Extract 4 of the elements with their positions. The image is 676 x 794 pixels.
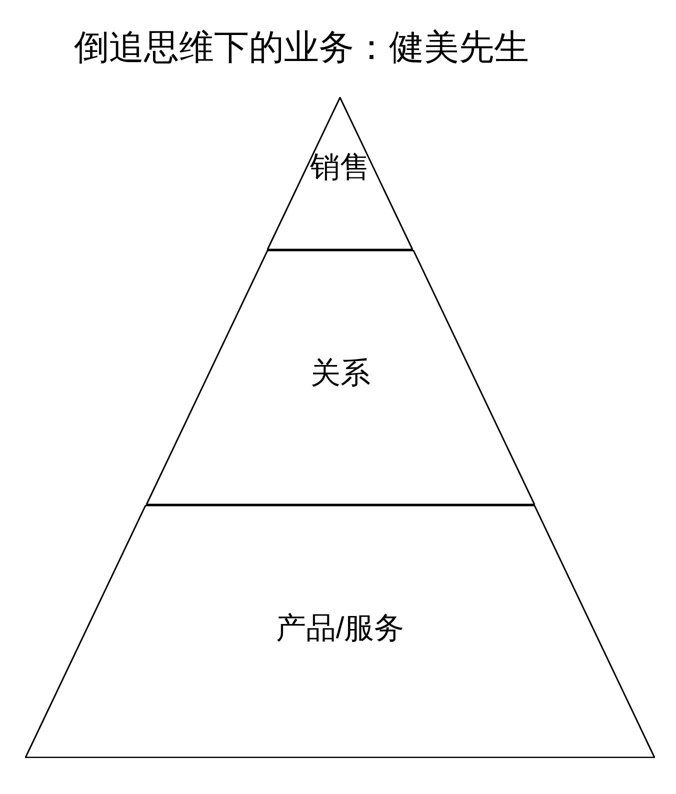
- level-label: 关系: [310, 356, 370, 392]
- title: 倒追思维下的业务：健美先生: [74, 27, 529, 69]
- level-label: 销售: [310, 150, 370, 186]
- level-label: 产品/服务: [276, 611, 404, 647]
